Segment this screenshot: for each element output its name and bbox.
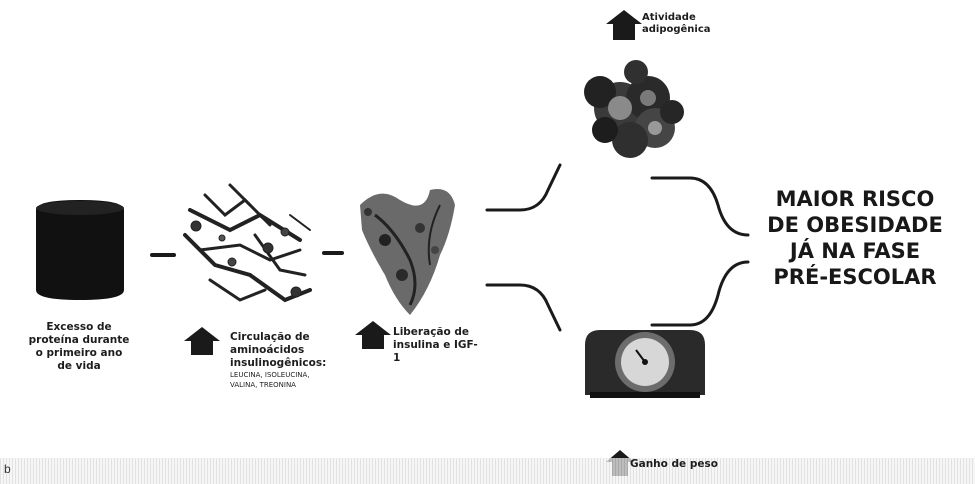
protein-caption-line: Excesso de — [46, 321, 112, 333]
branch-line-lower — [485, 283, 562, 332]
amino-caption-line: aminoácidos — [230, 344, 305, 356]
amino-up-arrow-icon — [184, 327, 220, 355]
amino-caption-line: Circulação de — [230, 331, 310, 343]
adipogenic-caption-line: adipogênica — [642, 24, 711, 35]
weight-caption: Ganho de peso — [630, 458, 718, 470]
protein-caption: Excesso de proteína durante o primeiro a… — [26, 321, 132, 373]
insulin-caption: Liberação de insulina e IGF-1 — [393, 326, 483, 365]
insulin-caption-line: Liberação de — [393, 326, 470, 338]
amino-caption-line: insulinogênicos: — [230, 357, 327, 369]
insulin-up-arrow-icon — [355, 321, 391, 349]
adipogenic-up-arrow-icon — [606, 10, 642, 40]
adipocyte-cluster-icon — [584, 60, 684, 158]
protein-caption-line: proteína durante — [28, 334, 130, 346]
amino-caption: Circulação de aminoácidos insulinogênico… — [230, 331, 350, 390]
converge-line-upper — [650, 176, 750, 237]
protein-caption-line: de vida — [57, 360, 101, 372]
adipogenic-caption: Atividade adipogênica — [642, 12, 732, 36]
insulin-molecule-icon — [360, 189, 455, 315]
result-line: MAIOR RISCO — [775, 187, 935, 211]
bottom-band — [0, 458, 975, 484]
connector-dash-1 — [150, 253, 176, 257]
protein-caption-line: o primeiro ano — [35, 347, 123, 359]
result-statement: MAIOR RISCO DE OBESIDADE JÁ NA FASE PRÉ-… — [760, 186, 950, 290]
result-line: DE OBESIDADE — [767, 213, 943, 237]
adipogenic-caption-line: Atividade — [642, 12, 696, 23]
corner-mark: b — [4, 462, 11, 476]
branch-line-upper — [485, 163, 562, 212]
amino-detail-line: LEUCINA, ISOLEUCINA, — [230, 371, 310, 379]
connector-dash-2 — [322, 251, 344, 255]
weight-scale-icon — [585, 330, 705, 398]
converge-line-lower — [650, 260, 750, 327]
result-line: PRÉ-ESCOLAR — [773, 265, 937, 289]
insulin-caption-line: insulina e IGF-1 — [393, 339, 478, 364]
protein-container-icon — [36, 200, 124, 300]
amino-acid-molecules-icon — [183, 183, 312, 303]
amino-detail-line: VALINA, TREONINA — [230, 381, 296, 389]
result-line: JÁ NA FASE — [789, 239, 921, 263]
